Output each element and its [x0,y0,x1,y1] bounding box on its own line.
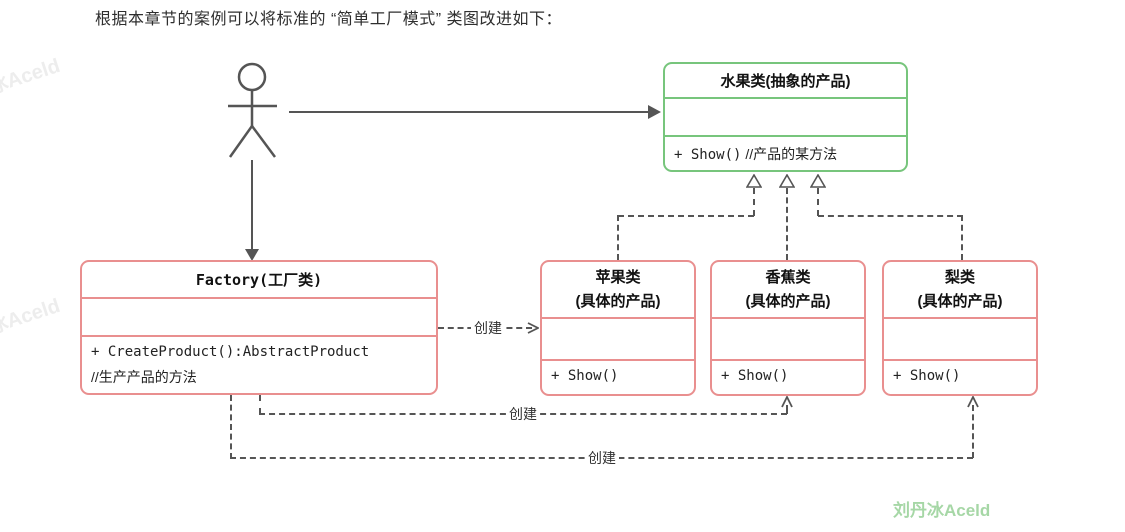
faint-watermark: 冰Aceld [0,54,63,99]
method-code: + Show() [674,146,742,163]
class-methods: + Show() [884,359,1036,390]
class-box-fruit: 水果类(抽象的产品) + Show() //产品的某方法 [663,62,908,172]
solid-arrow-right-icon [648,105,661,119]
method-comment: //生产产品的方法 [91,369,197,385]
create-line-pear [230,395,232,459]
class-methods: + CreateProduct():AbstractProduct //生产产品… [82,335,436,393]
create-label: 创建 [585,448,619,468]
inheritance-line-pear [961,215,963,260]
class-name-line1: 香蕉类 [765,268,811,286]
inheritance-line-banana [786,188,788,260]
class-attributes-empty [542,317,694,359]
class-methods: + Show() [712,359,864,390]
class-name-line2: (具体的产品) [745,292,831,310]
create-line-banana [259,395,261,414]
open-arrow-up-icon [967,394,979,408]
create-line-pear [972,405,974,458]
class-name-line1: 梨类 [944,268,975,286]
class-box-pear: 梨类 (具体的产品) + Show() [882,260,1038,396]
class-box-banana: 香蕉类 (具体的产品) + Show() [710,260,866,396]
class-name-line2: (具体的产品) [575,292,661,310]
class-name: 梨类 (具体的产品) [884,262,1036,317]
inheritance-triangle-icon [745,173,763,188]
method-comment: //产品的某方法 [745,145,838,162]
inheritance-triangle-icon [809,173,827,188]
faint-watermark: 冰Aceld [0,294,63,339]
signature-watermark: 刘丹冰Aceld [893,501,991,520]
method-code: + Show() [893,367,961,384]
page-title: 根据本章节的案例可以将标准的 “简单工厂模式” 类图改进如下： [95,11,563,28]
solid-arrow-down-icon [245,249,259,261]
class-name: Factory(工厂类) [195,271,323,289]
inheritance-triangle-icon [778,173,796,188]
actor-to-factory-line [251,160,253,250]
open-arrow-up-icon [781,394,793,408]
class-methods: + Show() [542,359,694,390]
class-name-line2: (具体的产品) [917,292,1003,310]
class-methods: + Show() //产品的某方法 [665,135,906,170]
open-arrow-right-icon [527,322,541,334]
class-attributes-empty [82,297,436,335]
method-code: + CreateProduct():AbstractProduct [91,344,370,360]
actor-to-fruit-line [289,111,648,113]
inheritance-line-apple [618,215,754,217]
create-line-banana [786,405,788,414]
method-code: + Show() [551,367,619,384]
method-code: + Show() [721,367,789,384]
class-box-factory: Factory(工厂类) + CreateProduct():AbstractP… [80,260,438,395]
create-label: 创建 [506,404,540,424]
inheritance-line-pear [817,188,819,216]
inheritance-line-apple [753,188,755,216]
inheritance-line-apple [617,215,619,260]
class-attributes-empty [712,317,864,359]
class-box-apple: 苹果类 (具体的产品) + Show() [540,260,696,396]
class-name: 水果类(抽象的产品) [720,73,851,90]
class-name-line1: 苹果类 [595,268,641,286]
inheritance-line-pear [818,215,963,217]
actor-icon [228,62,277,158]
class-attributes-empty [665,97,906,135]
class-attributes-empty [884,317,1036,359]
class-name: 苹果类 (具体的产品) [542,262,694,317]
create-label: 创建 [471,318,505,338]
class-name: 香蕉类 (具体的产品) [712,262,864,317]
